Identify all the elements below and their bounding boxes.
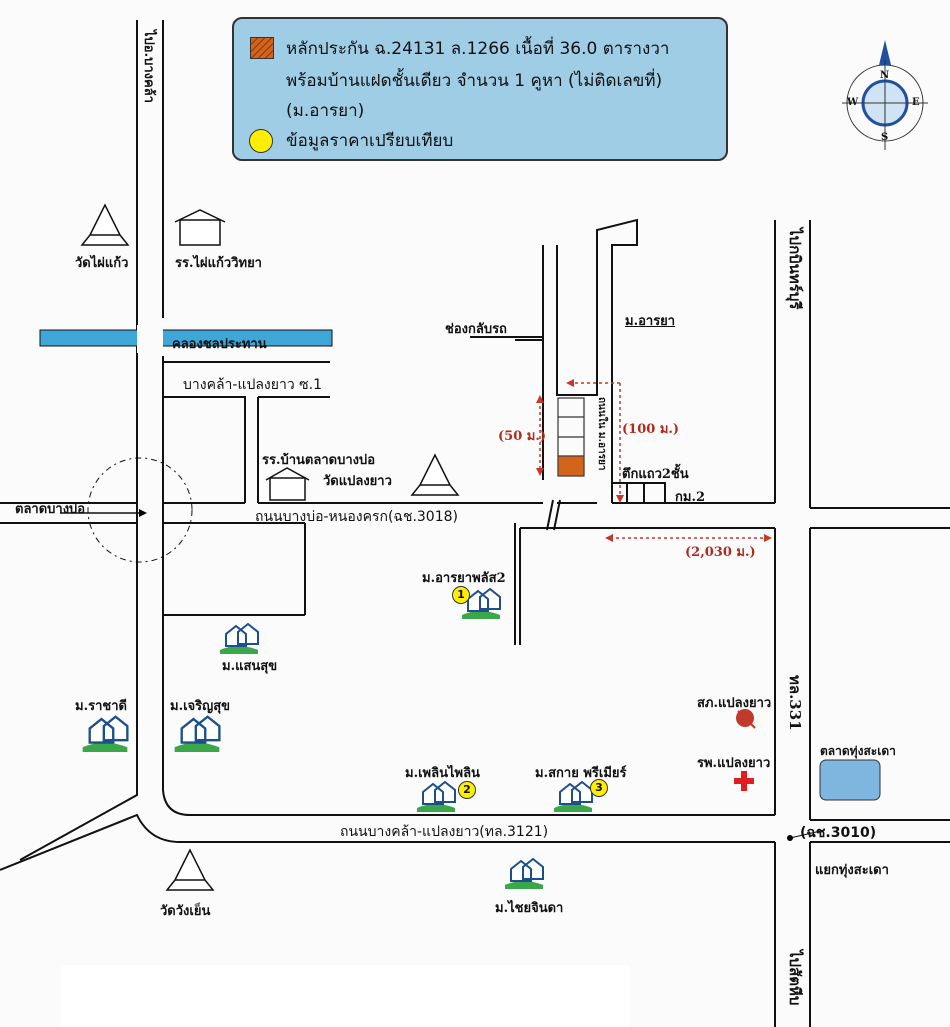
label-road-3121: ถนนบางคล้า-แปลงยาว(ทล.3121) [340, 824, 549, 840]
temple-icon [80, 203, 130, 246]
temple-icon [165, 848, 215, 891]
road-edge [0, 502, 950, 509]
market-icon [819, 759, 881, 801]
comparison-swatch [249, 129, 273, 153]
school-icon [265, 467, 310, 501]
comparison-marker-1[interactable]: 1 [452, 586, 470, 604]
label-hwy331: ทล.331 [786, 675, 804, 731]
label-sky-premier: ม.สกาย พรีเมียร์ [535, 766, 627, 781]
road-edge [162, 20, 775, 816]
label-police: สภ.แปลงยาว [697, 696, 772, 711]
housing-icon [174, 715, 221, 752]
label-charoensuk: ม.เจริญสุข [170, 699, 231, 714]
housing-icon [554, 780, 593, 812]
label-dist-100: (100 ม.) [622, 422, 680, 437]
u-turn-edge [470, 336, 543, 341]
collateral-swatch [250, 37, 274, 59]
road-edge [542, 218, 638, 503]
blank-area [60, 965, 630, 1027]
comparison-marker-2[interactable]: 2 [458, 781, 476, 799]
collateral-plot [557, 455, 585, 477]
compass-s: S [881, 132, 889, 143]
label-road-3018: ถนนบางบ่อ-หนองครก(ฉช.3018) [255, 509, 458, 525]
label-arya: ม.อารยา [625, 314, 676, 329]
label-to-bangkla: ไปอ.บางคล้า [141, 30, 156, 103]
compass-icon [842, 40, 928, 150]
housing-icon [505, 857, 544, 889]
label-wat-wangyen: วัดวังเย็น [160, 904, 211, 919]
road-edge [0, 813, 775, 871]
label-road-3010: (ฉช.3010) [800, 825, 877, 841]
label-school-talat: รร.บ้านตลาดบางบ่อ [262, 453, 376, 468]
label-wat-plaengyao: วัดแปลงยาว [323, 474, 392, 489]
housing-icon [462, 587, 501, 619]
label-arya-plus2: ม.อารยาพลัส2 [422, 571, 506, 586]
label-talat-bangbo: ตลาดบางบ่อ [15, 502, 86, 517]
label-dist-2030: (2,030 ม.) [685, 545, 756, 560]
label-inner-road: ถนนใน ม.อารยา [596, 397, 607, 471]
label-school-phaikaeo: รร.ไผ่แก้ววิทยา [175, 256, 262, 271]
label-to-kabin: ไปกบินทร์บุรี [786, 228, 804, 310]
label-shophouse: ตึกแถว2ชั้น [622, 467, 689, 482]
label-u-turn: ช่องกลับรถ [445, 322, 507, 337]
label-rachadee: ม.ราชาดี [75, 699, 127, 714]
road-edge [0, 522, 950, 616]
canal [39, 329, 333, 347]
break-mark [546, 499, 561, 531]
housing-icon [220, 622, 259, 654]
housing-icon [417, 780, 456, 812]
legend-box: หลักประกัน ฉ.24131 ล.1266 เนื้อที่ 36.0 … [232, 17, 728, 161]
label-km2: กม.2 [675, 490, 706, 505]
legend-comparison: ข้อมูลราคาเปรียบเทียบ [286, 131, 454, 151]
legend-collateral-line1: หลักประกัน ฉ.24131 ล.1266 เนื้อที่ 36.0 … [286, 39, 670, 59]
label-ploenpailin: ม.เพลินไพลิน [405, 766, 480, 781]
label-wat-phaikaeo: วัดไผ่แก้ว [75, 256, 129, 271]
label-to-sattahip: ไปสัตหีบ [786, 950, 804, 1006]
school-icon [174, 209, 226, 246]
label-soi1: บางคล้า-แปลงยาว ซ.1 [183, 377, 323, 393]
legend-collateral-line3: (ม.อารยา) [286, 101, 365, 121]
temple-icon [410, 453, 460, 496]
compass-e: E [912, 97, 920, 108]
distance-100-line [570, 382, 621, 498]
housing-icon [82, 715, 129, 752]
label-yaek-thungsadao: แยกทุ่งสะเดา [815, 863, 889, 878]
shophouse-edge [612, 482, 666, 503]
road-edge [304, 523, 521, 645]
label-chaijinda: ม.ไชยจินดา [495, 901, 564, 916]
market-circle [87, 457, 193, 563]
legend-collateral-line2: พร้อมบ้านแฝดชั้นเดียว จำนวน 1 คูหา (ไม่ต… [286, 71, 663, 91]
comparison-marker-3[interactable]: 3 [590, 779, 608, 797]
label-saensuk: ม.แสนสุข [222, 659, 278, 674]
label-talat-thungsadao: ตลาดทุ่งสะเดา [820, 744, 896, 758]
compass-w: W [847, 97, 859, 108]
label-dist-50: (50 ม.) [498, 429, 547, 444]
compass-n: N [880, 70, 890, 81]
road-edge [19, 20, 138, 861]
road-edge [774, 220, 950, 1027]
label-canal: คลองชลประทาน [172, 337, 267, 352]
road-edge [163, 361, 330, 503]
label-hospital: รพ.แปลงยาว [697, 756, 771, 771]
